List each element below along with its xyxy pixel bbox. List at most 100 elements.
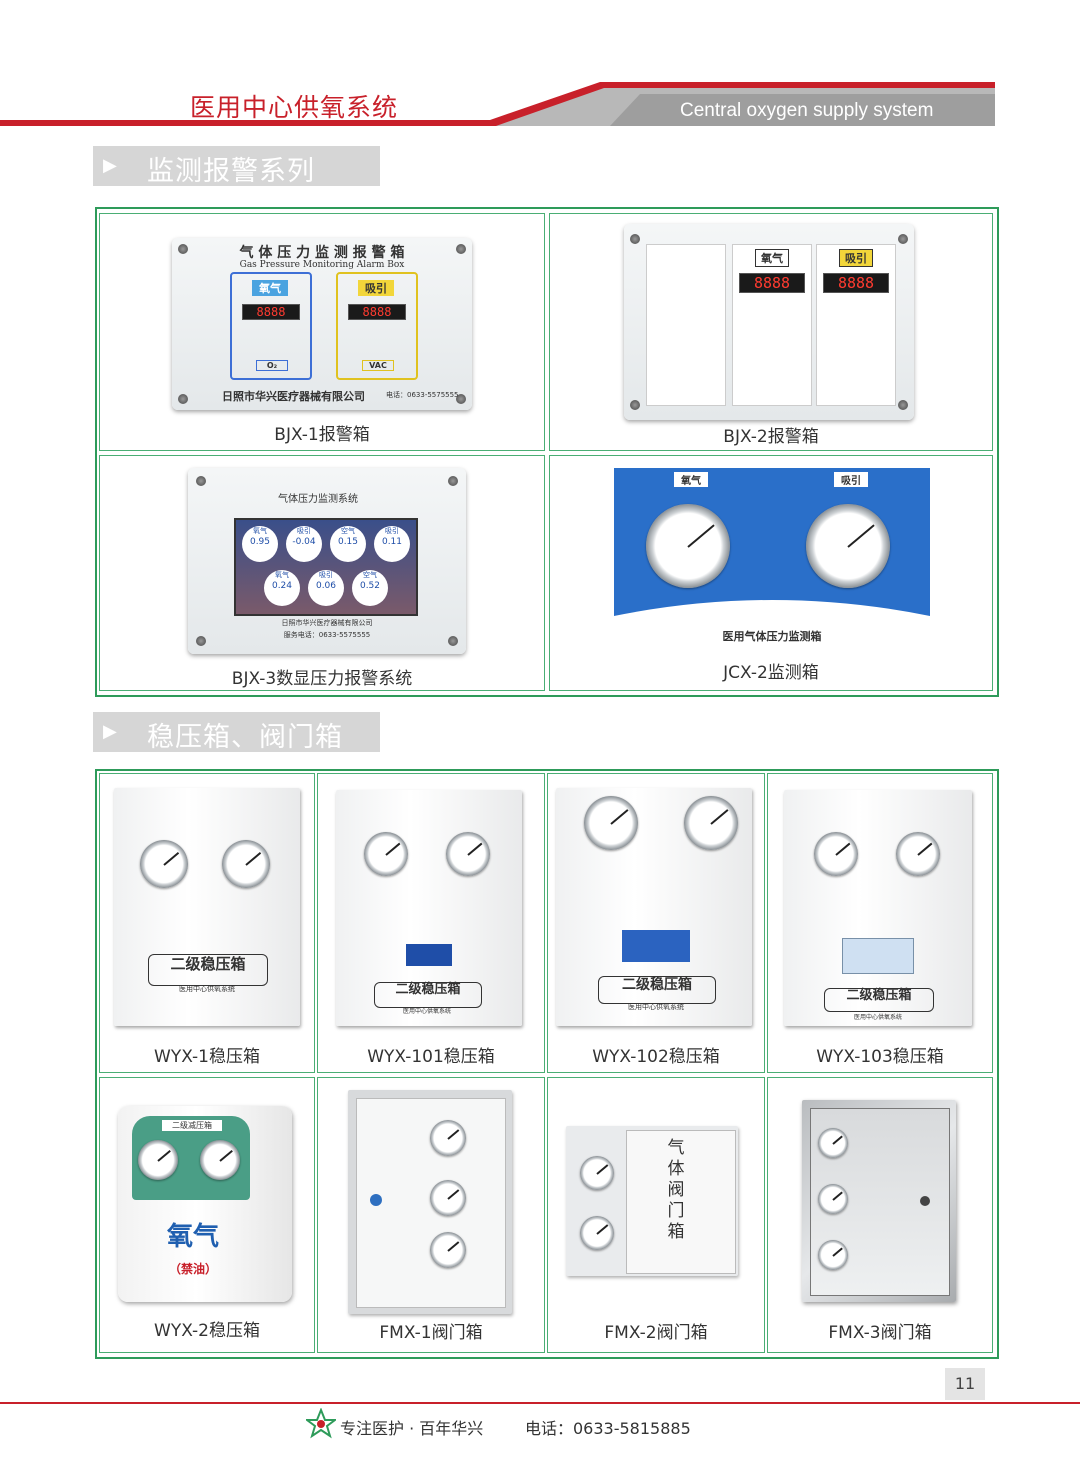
product-card-jcx2: 氧气 吸引 医用气体压力监测箱 JCX-2监测箱 bbox=[549, 455, 993, 691]
pressure-gauge-icon bbox=[446, 832, 490, 876]
regulator-label: 二级稳压箱 bbox=[374, 982, 482, 1008]
reading-name: 吸引 bbox=[319, 571, 333, 579]
bjx2-oxygen-display: 8888 bbox=[739, 273, 805, 293]
lock-icon bbox=[370, 1194, 382, 1206]
pressure-gauge-icon bbox=[430, 1232, 466, 1268]
wyx103-image: 二级稳压箱 医用中心供氧系统 bbox=[784, 790, 972, 1026]
regulator-sublabel: 医用中心供氧系统 bbox=[179, 985, 235, 993]
bjx1-subtitle: Gas Pressure Monitoring Alarm Box bbox=[239, 260, 405, 270]
reading-value: 0.24 bbox=[271, 581, 293, 591]
caption-wyx101: WYX-101稳压箱 bbox=[367, 1047, 495, 1067]
pressure-gauge-icon bbox=[814, 832, 858, 876]
pressure-gauge-icon bbox=[584, 796, 638, 850]
product-card-wyx2: 二级减压箱 氧气 （禁油） WYX-2稳压箱 bbox=[99, 1077, 315, 1353]
reading-bubble: 氧气 0.95 bbox=[242, 526, 278, 562]
product-card-wyx103: 二级稳压箱 医用中心供氧系统 WYX-103稳压箱 bbox=[767, 773, 993, 1073]
wyx2-image: 二级减压箱 氧气 （禁油） bbox=[118, 1106, 292, 1302]
reading-name: 吸引 bbox=[385, 527, 399, 535]
bjx3-company: 日照市华兴医疗器械有限公司 bbox=[281, 619, 373, 627]
pressure-gauge-icon bbox=[222, 840, 270, 888]
header-banner bbox=[0, 82, 995, 126]
section-title: 监测报警系列 bbox=[147, 156, 315, 187]
jcx2-image: 氧气 吸引 医用气体压力监测箱 bbox=[612, 466, 932, 656]
fmx2-image: 气体阀门箱 bbox=[566, 1126, 738, 1276]
reading-name: 氧气 bbox=[275, 571, 289, 579]
wyx2-gas-label: 氧气 bbox=[166, 1222, 219, 1252]
caption-fmx1: FMX-1阀门箱 bbox=[379, 1323, 483, 1343]
digital-display-icon bbox=[622, 930, 690, 962]
fmx3-image bbox=[802, 1100, 956, 1302]
bjx1-vacuum-display: 8888 bbox=[348, 304, 406, 320]
caption-fmx3: FMX-3阀门箱 bbox=[828, 1323, 932, 1343]
wyx2-warning: （禁油） bbox=[168, 1262, 217, 1276]
regulator-sublabel: 医用中心供氧系统 bbox=[853, 1014, 902, 1021]
caption-wyx103: WYX-103稳压箱 bbox=[816, 1047, 944, 1067]
pressure-gauge-icon bbox=[580, 1156, 614, 1190]
pressure-gauge-icon bbox=[818, 1240, 848, 1270]
pressure-gauge-icon bbox=[140, 840, 188, 888]
reading-value: 0.15 bbox=[337, 537, 359, 547]
bjx2-image: 氧气 8888 吸引 8888 bbox=[624, 224, 914, 420]
pressure-gauge-icon bbox=[684, 796, 738, 850]
bjx3-title: 气体压力监测系统 bbox=[278, 494, 358, 505]
bjx2-oxygen-panel: 氧气 8888 bbox=[732, 244, 812, 406]
caption-wyx2: WYX-2稳压箱 bbox=[154, 1321, 260, 1341]
bjx2-vacuum-panel: 吸引 8888 bbox=[816, 244, 896, 406]
section-title: 稳压箱、阀门箱 bbox=[147, 722, 343, 753]
bjx2-info-panel bbox=[646, 244, 726, 406]
bjx1-vacuum-code: VAC bbox=[362, 360, 394, 371]
bjx3-phone: 服务电话：0633-5575555 bbox=[283, 631, 371, 639]
bjx1-oxygen-code: O₂ bbox=[256, 360, 288, 371]
pressure-gauge-icon bbox=[364, 832, 408, 876]
caption-jcx2: JCX-2监测箱 bbox=[723, 663, 819, 683]
footer-slogan: 专注医护 · 百年华兴 bbox=[340, 1419, 484, 1438]
product-card-wyx101: 二级稳压箱 医用中心供氧系统 WYX-101稳压箱 bbox=[317, 773, 545, 1073]
jcx2-name: 医用气体压力监测箱 bbox=[722, 630, 822, 643]
reading-value: 0.95 bbox=[249, 537, 271, 547]
reading-bubble: 氧气 0.24 bbox=[264, 570, 300, 606]
bjx1-title: 气 体 压 力 监 测 报 警 箱 bbox=[239, 245, 405, 261]
section-header-monitoring: ▶ 监测报警系列 bbox=[93, 146, 380, 187]
fmx1-image bbox=[348, 1090, 512, 1314]
product-card-fmx1: FMX-1阀门箱 bbox=[317, 1077, 545, 1353]
bjx1-vacuum-panel: 吸引 8888 VAC bbox=[336, 272, 418, 380]
lock-icon bbox=[920, 1196, 930, 1206]
bjx1-vacuum-label: 吸引 bbox=[358, 280, 394, 296]
reading-name: 空气 bbox=[363, 571, 377, 579]
caption-bjx1: BJX-1报警箱 bbox=[274, 425, 370, 445]
digital-display-icon bbox=[406, 944, 452, 966]
wyx1-image: 二级稳压箱 医用中心供氧系统 bbox=[114, 788, 300, 1026]
caption-bjx3: BJX-3数显压力报警系统 bbox=[231, 669, 413, 689]
regulator-grid bbox=[95, 769, 999, 1359]
reading-name: 吸引 bbox=[297, 527, 311, 535]
fmx2-vertical-label: 气体阀门箱 bbox=[667, 1138, 685, 1242]
reading-bubble: 吸引-0.04 bbox=[286, 526, 322, 562]
regulator-label: 二级稳压箱 bbox=[824, 988, 934, 1012]
jcx2-oxygen-label: 氧气 bbox=[674, 472, 708, 487]
product-card-wyx1: 二级稳压箱 医用中心供氧系统 WYX-1稳压箱 bbox=[99, 773, 315, 1073]
fmx2-door bbox=[626, 1130, 736, 1274]
bjx2-oxygen-label: 氧气 bbox=[755, 249, 789, 267]
pressure-gauge-icon bbox=[138, 1140, 178, 1180]
footer-phone: 电话：0633-5815885 bbox=[525, 1419, 691, 1438]
bjx1-company: 日照市华兴医疗器械有限公司 bbox=[222, 390, 365, 403]
reading-value: 0.52 bbox=[359, 581, 381, 591]
arrow-right-icon: ▶ bbox=[103, 721, 117, 742]
reading-name: 氧气 bbox=[253, 527, 267, 535]
reading-bubble: 空气 0.52 bbox=[352, 570, 388, 606]
company-logo bbox=[306, 1408, 336, 1439]
jcx2-vacuum-label: 吸引 bbox=[834, 472, 868, 487]
pressure-gauge-icon bbox=[896, 832, 940, 876]
reading-name: 空气 bbox=[341, 527, 355, 535]
regulator-sublabel: 医用中心供氧系统 bbox=[402, 1008, 451, 1015]
regulator-label: 二级稳压箱 bbox=[148, 954, 268, 986]
monitoring-grid bbox=[95, 207, 999, 697]
product-card-fmx2: 气体阀门箱 FMX-2阀门箱 bbox=[547, 1077, 765, 1353]
product-card-fmx3: FMX-3阀门箱 bbox=[767, 1077, 993, 1353]
caption-wyx102: WYX-102稳压箱 bbox=[592, 1047, 720, 1067]
